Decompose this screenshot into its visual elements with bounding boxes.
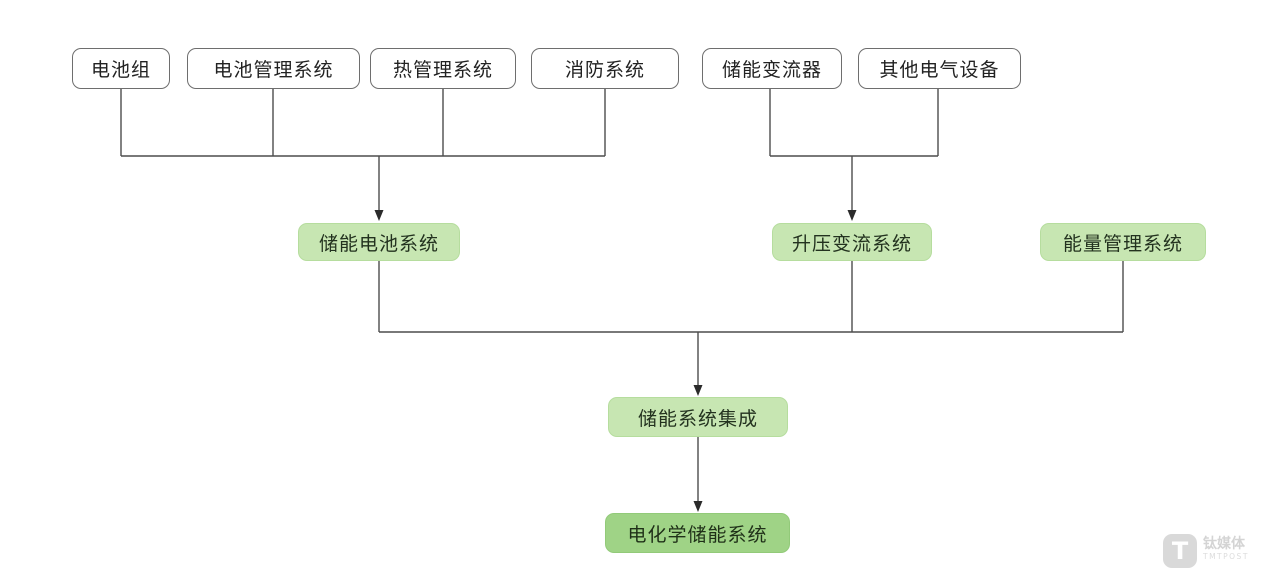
watermark-name-cn: 钛媒体: [1203, 536, 1245, 552]
arrowhead-icon: [693, 501, 703, 512]
node-fire-protection: 消防系统: [531, 48, 679, 89]
arrowhead-icon: [847, 210, 857, 221]
node-battery-system: 储能电池系统: [298, 223, 460, 261]
watermark-name-en: TMTPOST: [1203, 552, 1249, 562]
arrowhead-icon: [374, 210, 384, 221]
tmtpost-watermark-text: 钛媒体 TMTPOST: [1203, 534, 1249, 562]
node-ems: 能量管理系统: [1040, 223, 1206, 261]
node-boost-converter: 升压变流系统: [772, 223, 932, 261]
tmtpost-watermark: T 钛媒体 TMTPOST: [1163, 534, 1249, 568]
node-other-electrical: 其他电气设备: [858, 48, 1021, 89]
node-pcs: 储能变流器: [702, 48, 842, 89]
arrowhead-icon: [693, 385, 703, 396]
tmtpost-logo-icon: T: [1163, 534, 1197, 568]
node-battery-pack: 电池组: [72, 48, 170, 89]
node-electrochemical: 电化学储能系统: [605, 513, 790, 553]
node-thermal-mgmt: 热管理系统: [370, 48, 516, 89]
node-integration: 储能系统集成: [608, 397, 788, 437]
node-bms: 电池管理系统: [187, 48, 360, 89]
